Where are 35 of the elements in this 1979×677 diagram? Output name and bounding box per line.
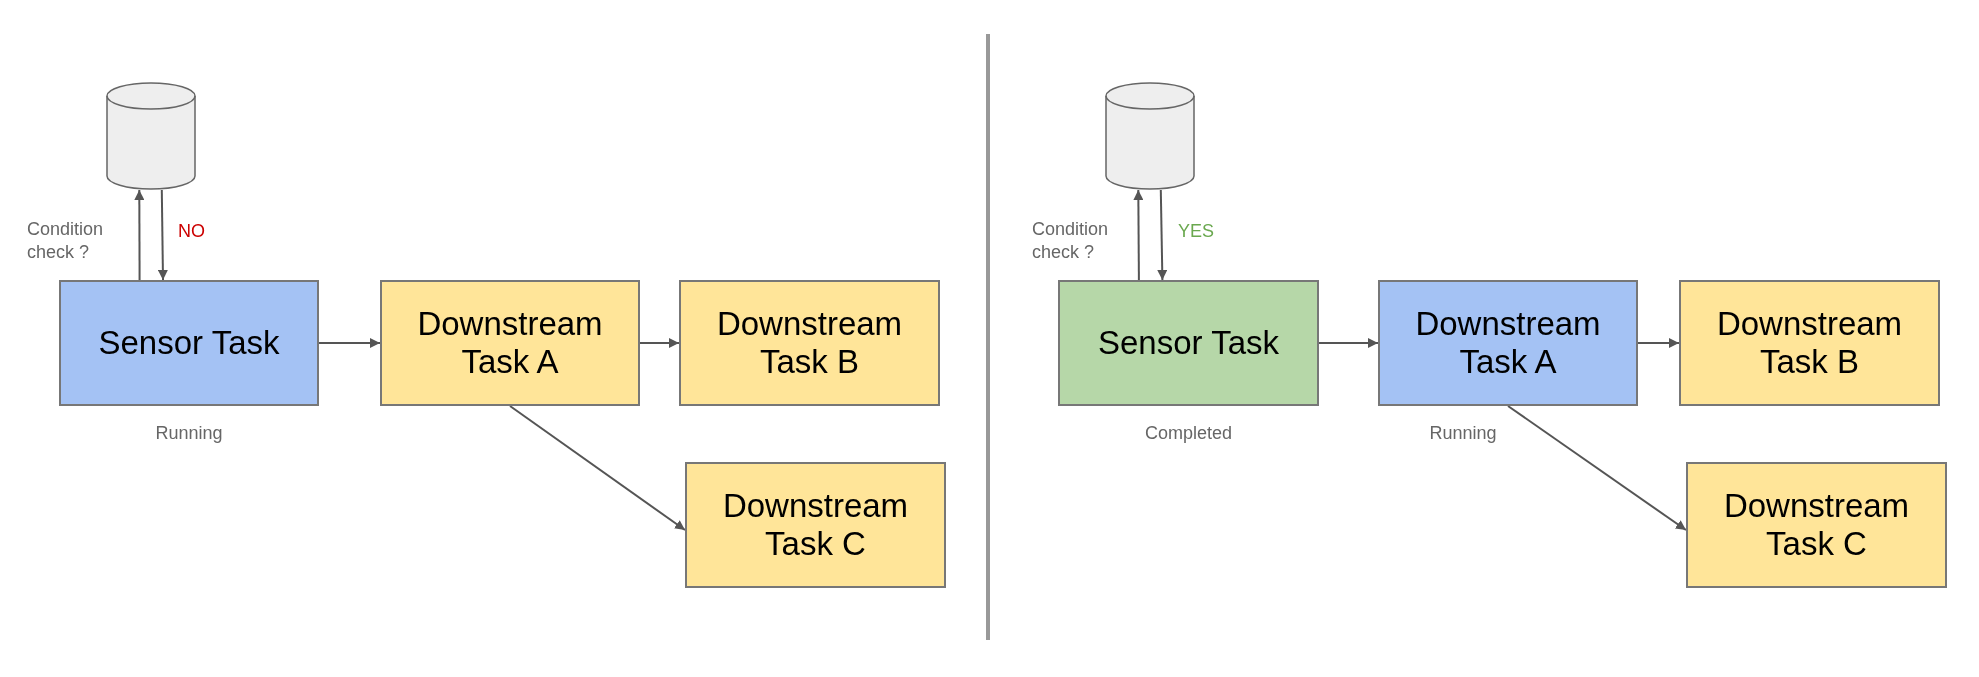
task-label: Downstream Task C bbox=[721, 487, 910, 563]
arrow bbox=[134, 189, 145, 281]
edge-label: Condition check ? bbox=[1032, 218, 1110, 265]
arrow bbox=[1157, 189, 1168, 281]
arrow bbox=[157, 189, 168, 281]
status-label: Running bbox=[154, 422, 224, 445]
task-label: Downstream Task C bbox=[1722, 487, 1911, 563]
status-label: Running bbox=[1428, 422, 1498, 445]
task-label: Downstream Task A bbox=[1414, 305, 1602, 381]
task-box bbox=[380, 280, 640, 406]
arrow bbox=[1318, 338, 1379, 348]
edge-label: YES bbox=[1178, 220, 1216, 243]
status-label: Completed bbox=[1143, 422, 1233, 445]
edge-label: Condition check ? bbox=[27, 218, 105, 265]
task-box bbox=[1679, 280, 1940, 406]
arrow bbox=[1507, 405, 1687, 532]
arrow bbox=[1637, 338, 1680, 348]
task-label: Downstream Task A bbox=[416, 305, 604, 381]
task-box bbox=[679, 280, 940, 406]
arrow bbox=[318, 338, 381, 348]
arrow bbox=[1133, 189, 1144, 281]
task-box bbox=[685, 462, 946, 588]
task-box bbox=[1686, 462, 1947, 588]
arrow bbox=[639, 338, 680, 348]
database-cylinder bbox=[1105, 82, 1195, 190]
task-label: Downstream Task B bbox=[1715, 305, 1904, 381]
task-box bbox=[1378, 280, 1638, 406]
task-box bbox=[59, 280, 319, 406]
edge-label: NO bbox=[178, 220, 206, 243]
arrow bbox=[509, 405, 686, 532]
database-cylinder bbox=[106, 82, 196, 190]
task-label: Sensor Task bbox=[98, 324, 280, 362]
task-label: Sensor Task bbox=[1098, 324, 1279, 362]
task-box bbox=[1058, 280, 1319, 406]
task-label: Downstream Task B bbox=[715, 305, 904, 381]
